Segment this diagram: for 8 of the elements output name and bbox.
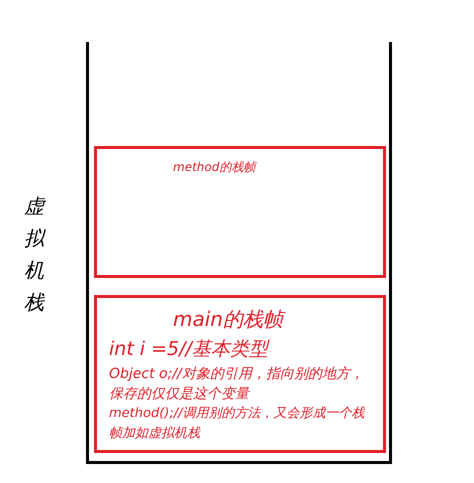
code-line: Object o;//对象的引用，指向别的地方，保存的仅仅是这个变量 [108,365,365,404]
stack-frame [94,295,386,453]
code-line: int i =5//基本类型 [108,337,271,362]
frame-title: method的栈帧 [172,159,258,176]
stack-frame [94,146,386,278]
stack-title: 虚拟机栈 [23,193,45,316]
code-line: method();//调用别的方法，又会形成一个栈帧加如虚拟机栈 [108,405,366,443]
frame-title: main的栈帧 [97,298,383,334]
